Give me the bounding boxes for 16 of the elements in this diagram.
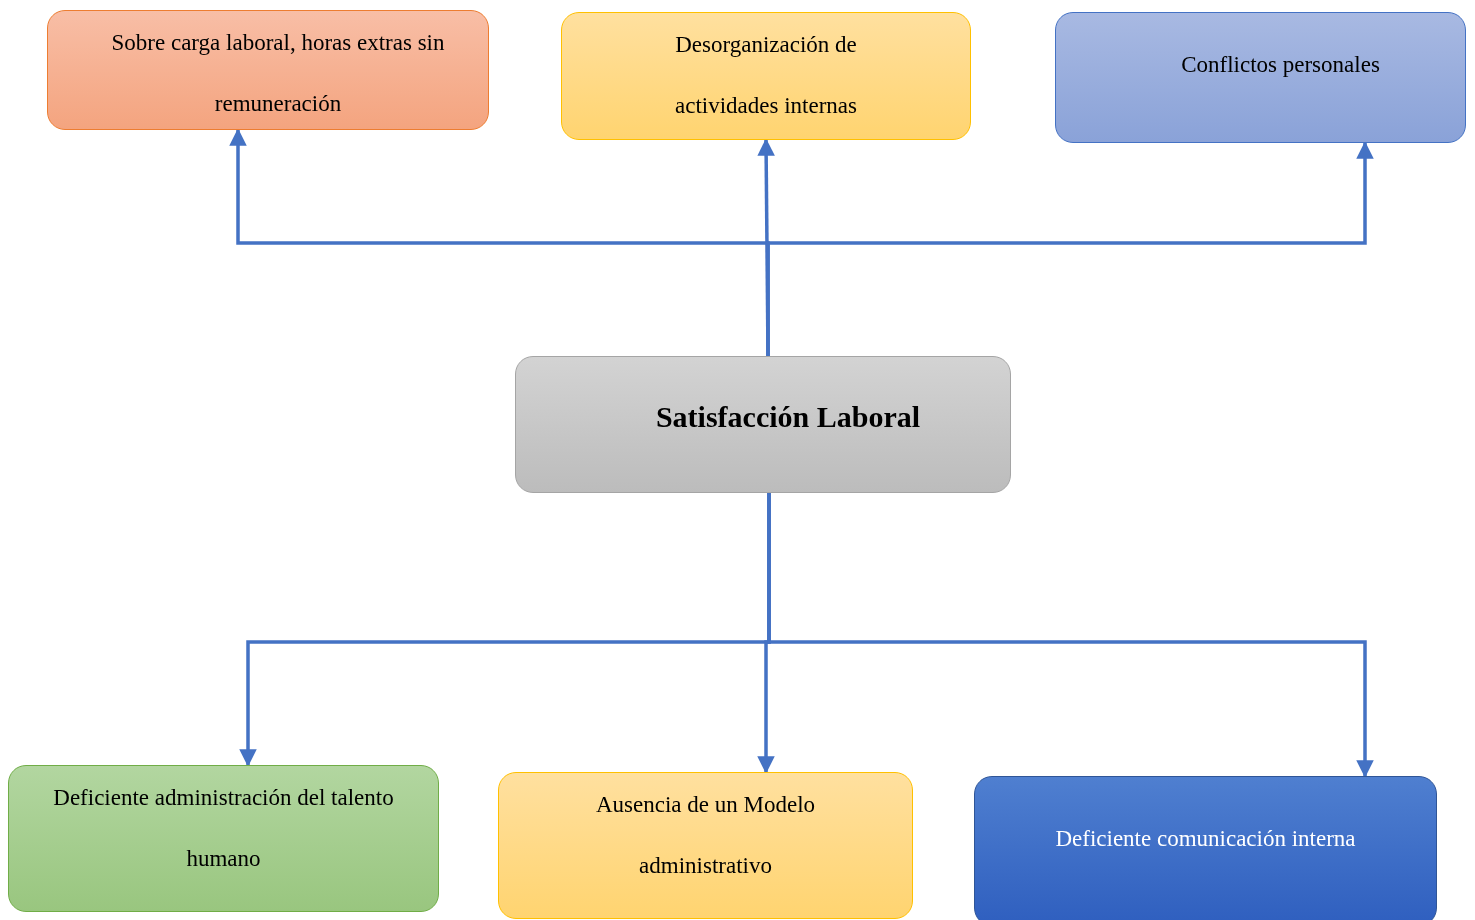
arrow [767, 493, 1374, 778]
box-label: Satisfacción Laboral [655, 399, 921, 435]
rounded-box [498, 772, 913, 919]
box-label: Deficiente comunicación interna [1055, 825, 1356, 853]
box-label: Deficiente administración del talento humano [52, 784, 395, 873]
box-label: Desorganización de actividades internas [674, 31, 858, 120]
rounded-box [1055, 12, 1466, 143]
rounded-box [561, 12, 971, 140]
box-label: Sobre carga laboral, horas extras sin remuneración [110, 29, 446, 118]
box-label: Ausencia de un Modelo administrativo [594, 791, 817, 880]
arrow [766, 141, 1374, 356]
rounded-box [515, 356, 1011, 493]
box-label: Conflictos personales [1181, 51, 1380, 79]
rounded-box [47, 10, 489, 130]
rounded-box [8, 765, 439, 912]
rounded-box [974, 776, 1437, 920]
